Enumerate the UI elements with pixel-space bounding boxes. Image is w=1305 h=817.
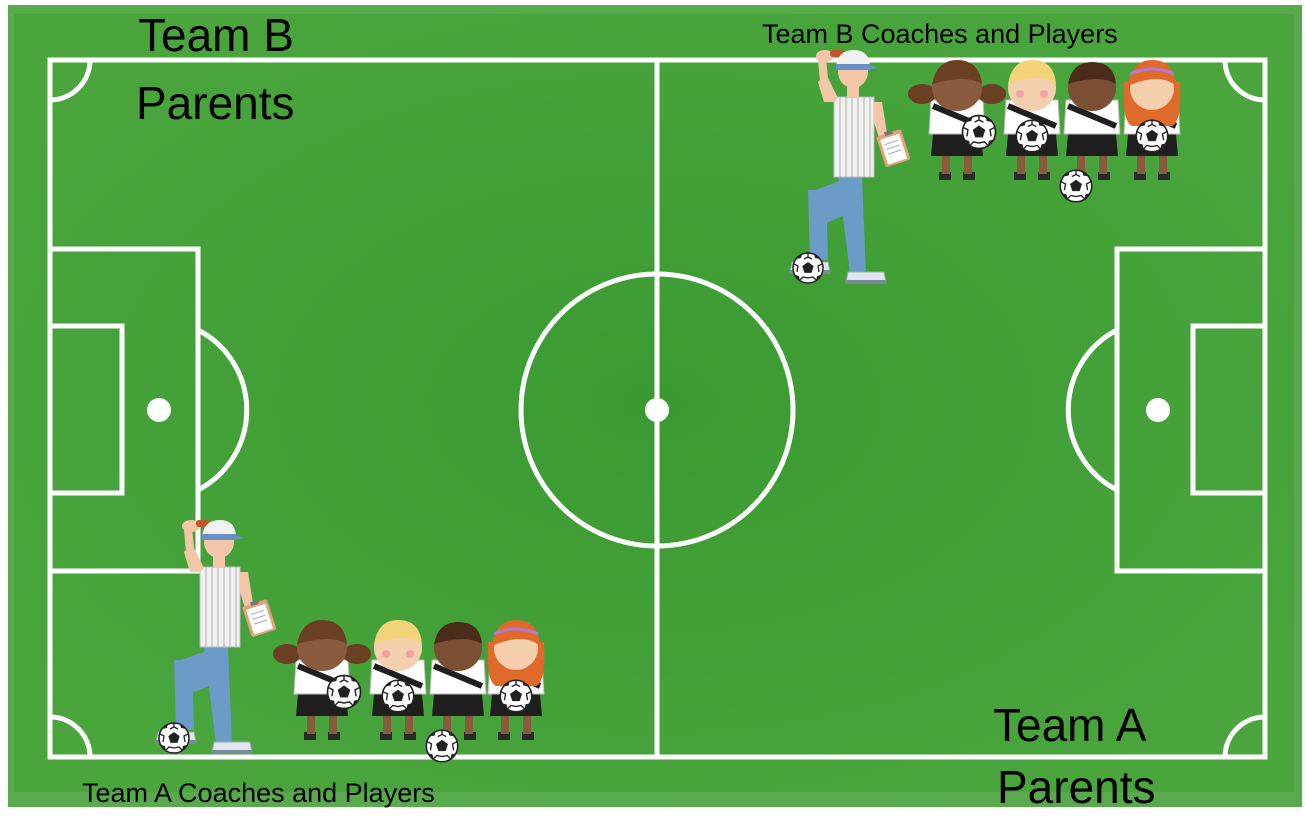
team-a-coach-ball [159,723,189,753]
center-spot [645,398,669,422]
team-b-parents-label-line1: Team B [138,12,294,58]
right-penalty-spot [1146,398,1170,422]
left-penalty-spot [147,398,171,422]
team-b-coaches-players-label: Team B Coaches and Players [762,21,1118,48]
team-a-parents-label-line2: Parents [997,764,1156,810]
team-a-coaches-players-label: Team A Coaches and Players [82,780,435,807]
team-a-parents-label-line1: Team A [993,702,1146,748]
team-b-coach-ball [793,253,823,283]
team-b-parents-label-line2: Parents [136,80,295,126]
